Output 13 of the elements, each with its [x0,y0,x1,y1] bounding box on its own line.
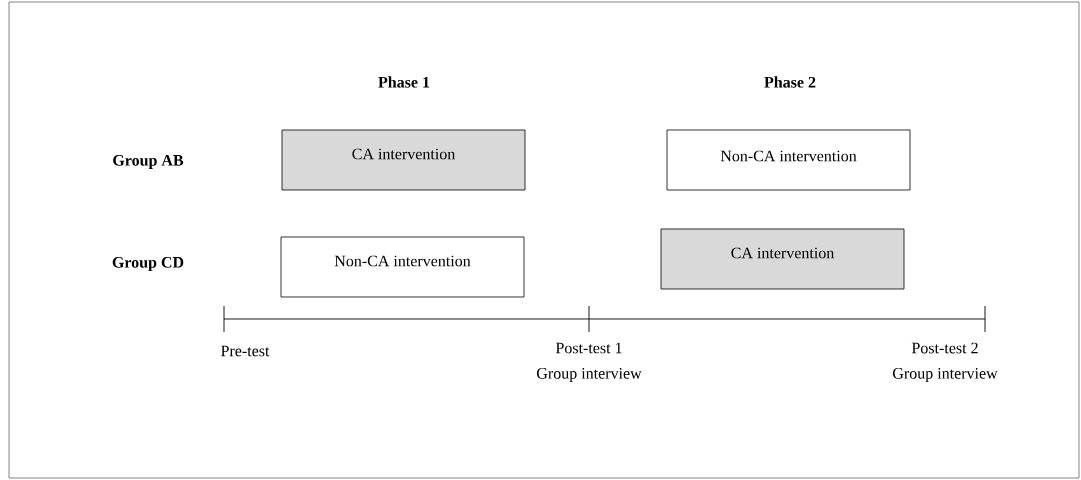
intervention-box: Non-CA intervention [666,129,911,191]
intervention-box: Non-CA intervention [280,236,525,298]
intervention-box: CA intervention [281,129,526,191]
timepoint-label: Group interview [893,368,998,382]
phase-heading: Phase 1 [378,76,430,88]
intervention-box: CA intervention [660,228,905,290]
timepoint-label: Post-test 1 [555,342,622,354]
timepoint-label: Post-test 2 [911,342,978,354]
phase-heading: Phase 2 [764,76,816,88]
timepoint-label: Group interview [537,368,642,382]
group-label: Group AB [113,155,184,169]
timepoint-label: Pre-test [221,345,270,357]
group-label: Group CD [112,257,184,271]
